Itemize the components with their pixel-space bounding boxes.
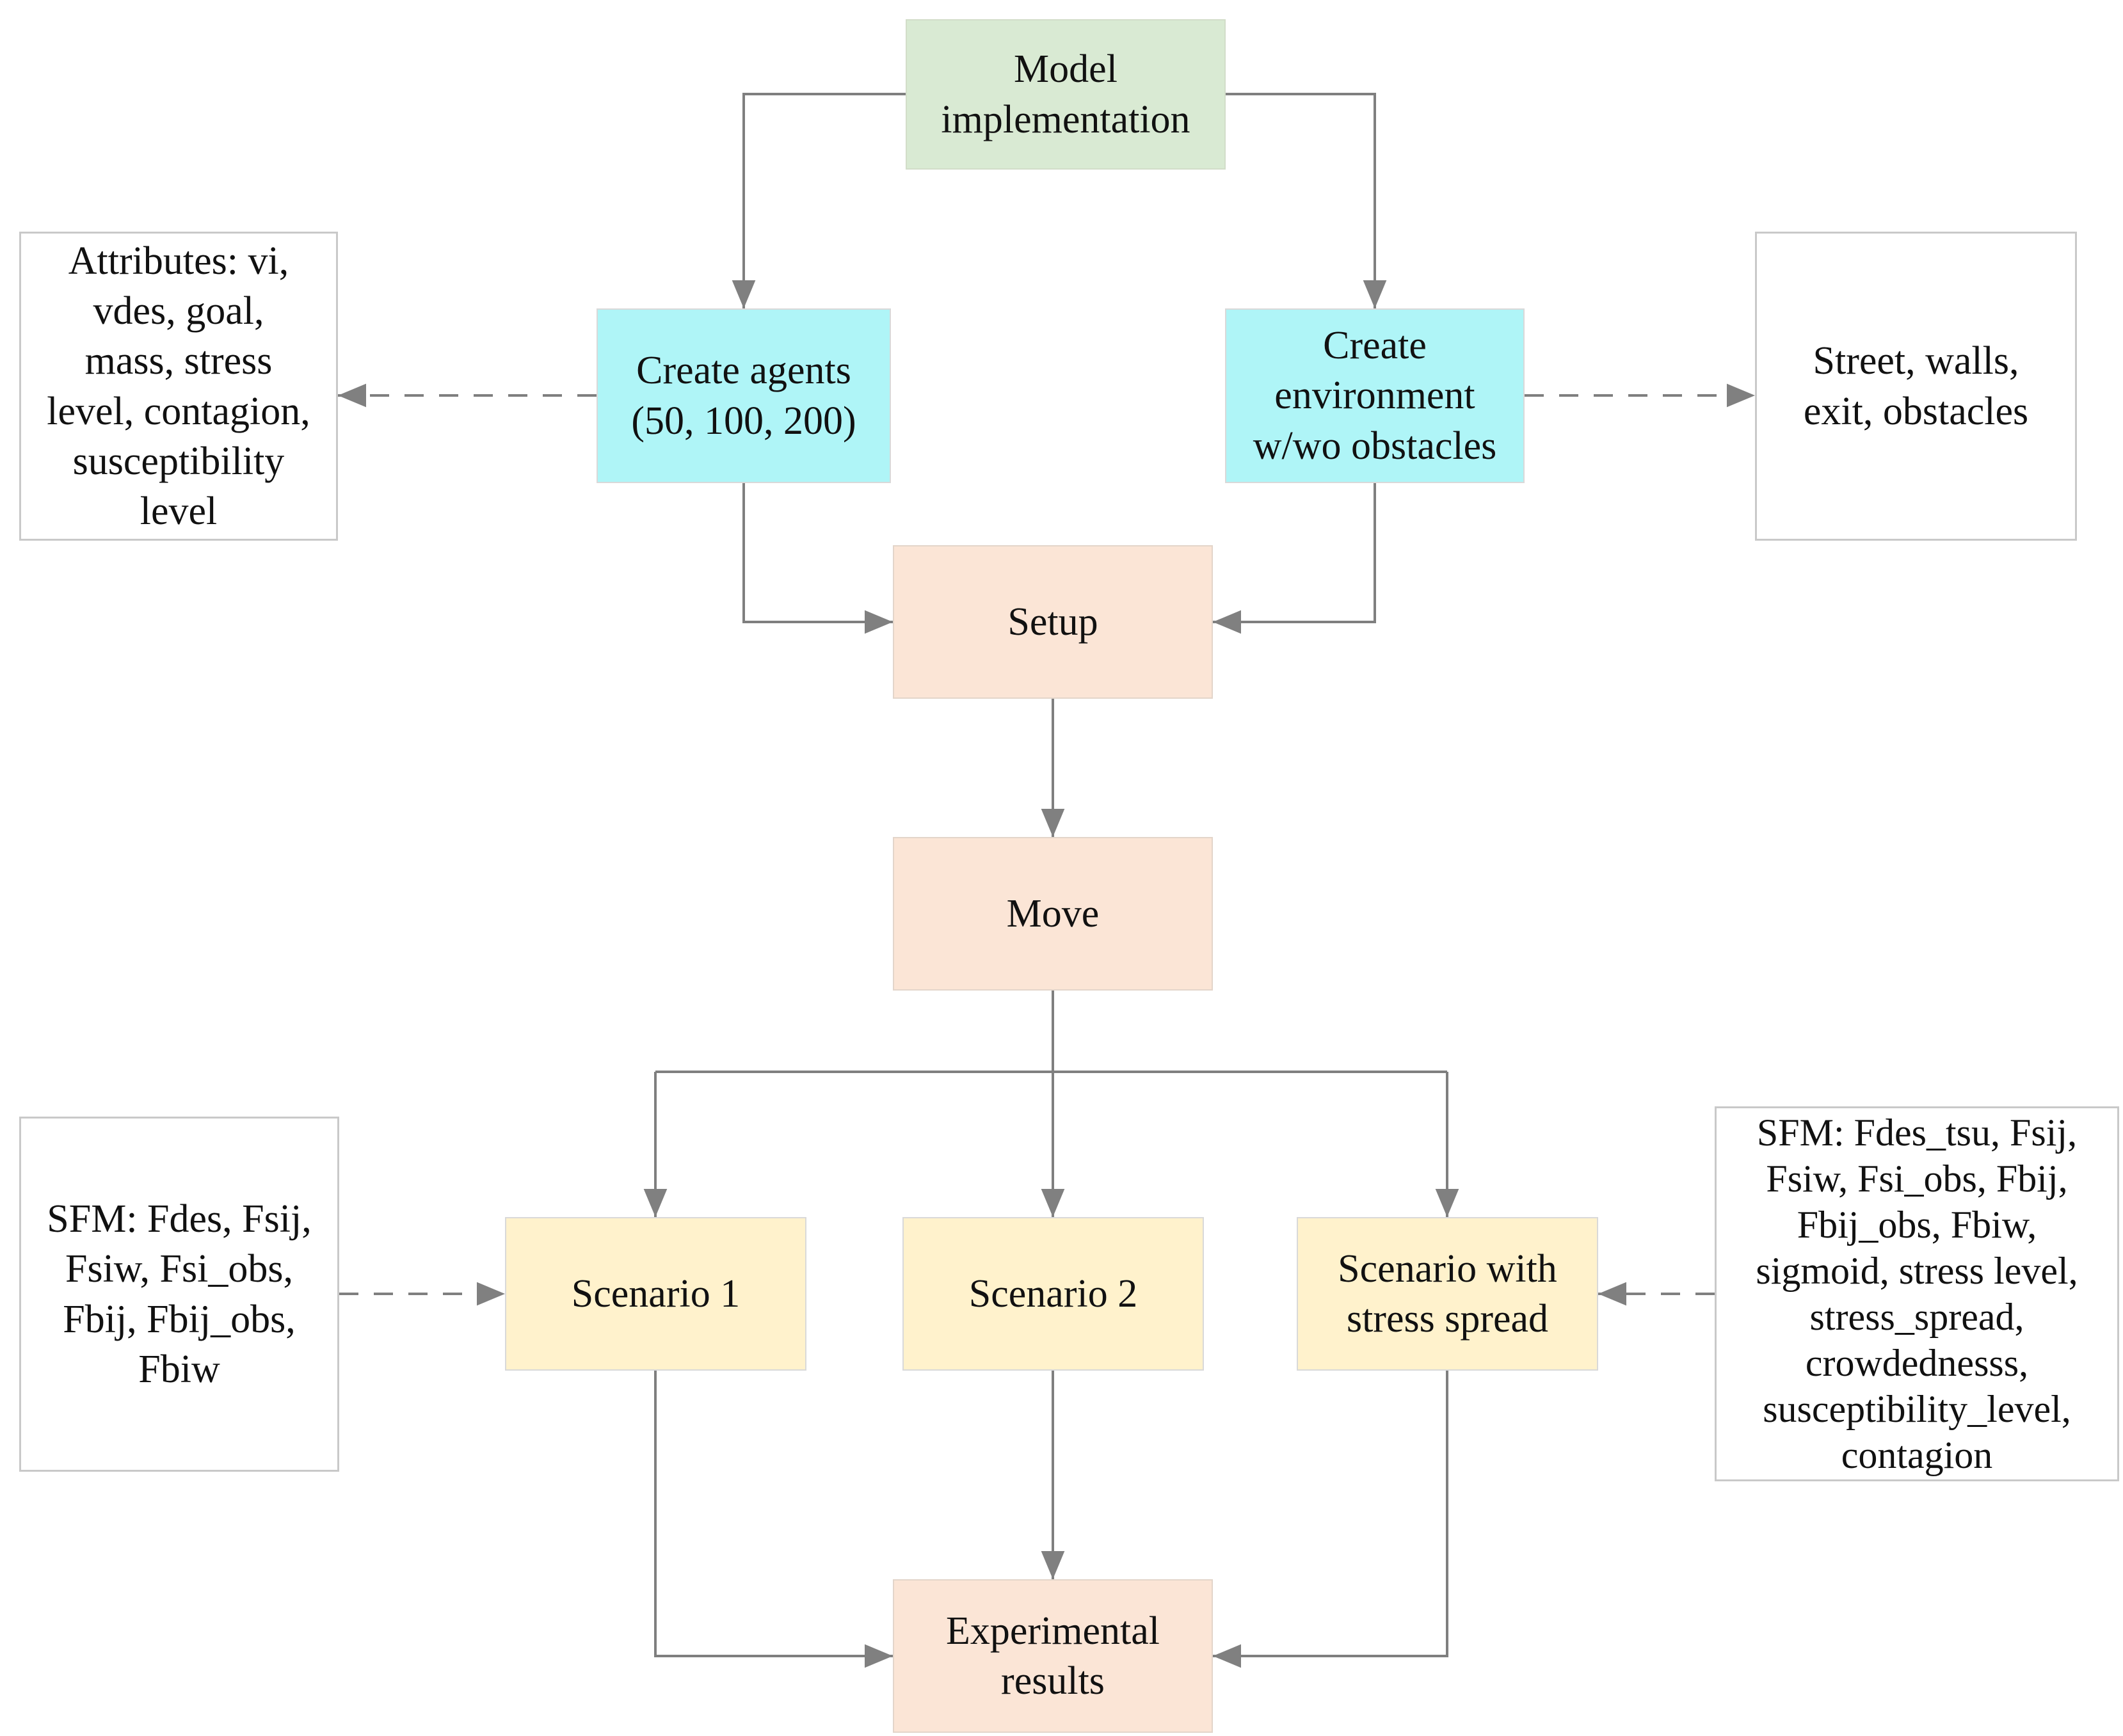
edge-model-to-create-environment <box>1226 93 1387 308</box>
node-environment-elements: Street, walls, exit, obstacles <box>1755 232 2077 541</box>
edge-create-environment-to-setup <box>1213 483 1376 634</box>
edge-scenario3-to-results <box>1213 1371 1448 1668</box>
node-sfm-forces-left-label: SFM: Fdes, Fsij, Fsiw, Fsi_obs, Fbij, Fb… <box>47 1197 312 1391</box>
edge-scenario1-to-results <box>654 1371 893 1668</box>
node-move: Move <box>893 837 1213 991</box>
node-setup: Setup <box>893 545 1213 699</box>
node-scenario-2: Scenario 2 <box>902 1217 1204 1371</box>
edge-model-to-create-agents <box>732 93 906 308</box>
node-scenario-1-label: Scenario 1 <box>571 1271 741 1316</box>
node-create-agents: Create agents (50, 100, 200) <box>597 308 891 483</box>
node-scenario-1: Scenario 1 <box>505 1217 806 1371</box>
node-create-environment-label: Create environment w/wo obstacles <box>1253 324 1497 468</box>
node-move-label: Move <box>1006 891 1100 936</box>
node-sfm-forces-left: SFM: Fdes, Fsij, Fsiw, Fsi_obs, Fbij, Fb… <box>19 1117 339 1472</box>
node-create-environment: Create environment w/wo obstacles <box>1225 308 1525 483</box>
edge-create-agents-to-setup <box>742 483 893 634</box>
node-scenario-stress-spread: Scenario with stress spread <box>1297 1217 1598 1371</box>
node-sfm-forces-right: SFM: Fdes_tsu, Fsij, Fsiw, Fsi_obs, Fbij… <box>1715 1106 2119 1481</box>
node-create-agents-label: Create agents (50, 100, 200) <box>631 349 856 443</box>
node-scenario-stress-spread-label: Scenario with stress spread <box>1338 1246 1557 1341</box>
node-model-implementation: Model implementation <box>906 19 1226 170</box>
node-setup-label: Setup <box>1007 600 1098 644</box>
node-environment-elements-label: Street, walls, exit, obstacles <box>1803 339 2029 433</box>
node-experimental-results-label: Experimental results <box>946 1609 1160 1703</box>
node-agent-attributes: Attributes: vi, vdes, goal, mass, stress… <box>19 232 338 541</box>
node-sfm-forces-right-label: SFM: Fdes_tsu, Fsij, Fsiw, Fsi_obs, Fbij… <box>1756 1111 2078 1476</box>
node-experimental-results: Experimental results <box>893 1579 1213 1733</box>
node-agent-attributes-label: Attributes: vi, vdes, goal, mass, stress… <box>47 239 310 533</box>
node-scenario-2-label: Scenario 2 <box>968 1271 1138 1316</box>
node-model-implementation-label: Model implementation <box>941 47 1190 141</box>
